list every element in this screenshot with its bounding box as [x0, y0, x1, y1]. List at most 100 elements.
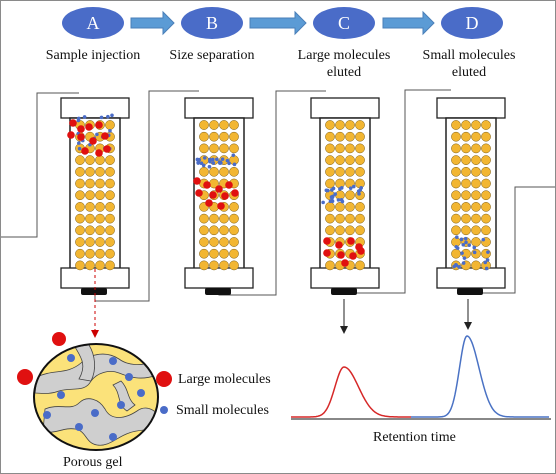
stationary-bead — [199, 237, 209, 247]
small-molecule-dot — [201, 163, 206, 168]
blue-dot-icon — [160, 406, 168, 414]
legend-small-label: Small molecules — [176, 403, 269, 418]
small-molecule-dot — [110, 113, 114, 118]
stationary-bead — [355, 131, 365, 142]
small-molecule-dot — [464, 240, 468, 245]
stationary-bead — [105, 225, 115, 236]
stationary-bead — [355, 143, 365, 154]
stationary-bead — [105, 155, 115, 165]
step-c-badge: C — [313, 7, 375, 39]
stationary-bead — [471, 131, 481, 142]
stationary-bead — [229, 248, 239, 259]
small-molecule-dot — [106, 114, 110, 119]
stationary-bead — [95, 166, 105, 177]
stationary-bead — [335, 131, 345, 142]
stationary-bead — [481, 202, 491, 212]
stationary-bead — [325, 225, 335, 236]
small-molecule-dot — [454, 263, 459, 268]
large-molecule-dot — [221, 192, 229, 200]
stationary-bead — [461, 225, 471, 236]
stationary-bead — [219, 248, 229, 259]
stationary-bead — [85, 178, 95, 189]
stationary-bead — [85, 213, 95, 224]
small-molecule-dot — [99, 115, 104, 120]
porous-gel-bead — [33, 343, 159, 451]
stationary-bead — [75, 225, 85, 236]
legend-large-label: Large molecules — [178, 372, 271, 387]
step-d-letter: D — [465, 12, 479, 33]
right-block-arrow-icon — [130, 10, 175, 36]
small-molecule-dot — [195, 157, 200, 162]
stationary-bead — [451, 190, 461, 201]
small-molecule-dot — [77, 116, 81, 121]
small-molecule-dot — [462, 256, 467, 260]
stationary-bead — [209, 248, 219, 259]
stationary-bead — [95, 225, 105, 236]
small-molecule-dot — [331, 186, 336, 191]
stationary-bead — [325, 178, 335, 189]
stationary-bead — [75, 248, 85, 259]
stationary-bead — [75, 190, 85, 201]
stationary-bead — [105, 213, 115, 224]
stationary-bead — [471, 202, 481, 212]
stationary-bead — [219, 213, 229, 224]
stationary-bead — [199, 143, 209, 154]
small-molecule-dot — [82, 115, 87, 119]
small-molecule-dot — [459, 237, 464, 242]
large-molecule-dot — [357, 247, 365, 255]
large-molecule-dot — [52, 332, 66, 346]
small-molecule-dot — [217, 160, 222, 165]
step-c-letter: C — [337, 12, 350, 33]
stationary-bead — [471, 237, 481, 247]
stationary-bead — [471, 143, 481, 154]
column-bottom-cap — [184, 267, 254, 289]
column-outlet-fitting — [457, 288, 483, 295]
stationary-bead — [199, 131, 209, 142]
stationary-bead — [229, 120, 239, 130]
stationary-bead — [481, 225, 491, 236]
stationary-bead — [75, 260, 85, 271]
small-molecule-dot — [472, 250, 477, 255]
step-a-letter: A — [86, 12, 100, 33]
stationary-bead — [461, 178, 471, 189]
stationary-bead — [451, 178, 461, 189]
stationary-bead — [345, 190, 355, 201]
stationary-bead — [325, 260, 335, 271]
small-molecule-dot — [359, 186, 363, 190]
stationary-bead — [325, 155, 335, 165]
stationary-bead — [75, 166, 85, 177]
stationary-bead — [95, 190, 105, 201]
small-molecule-dot — [207, 164, 212, 169]
stationary-bead — [461, 166, 471, 177]
stationary-bead — [461, 190, 471, 201]
small-molecule-dot — [463, 236, 468, 241]
stationary-bead — [75, 237, 85, 247]
chromatogram-peak-large — [291, 366, 411, 418]
stationary-bead — [75, 155, 85, 165]
step-c-caption: Large molecules eluted — [297, 48, 391, 80]
small-molecule-dot — [125, 373, 133, 381]
stationary-bead — [355, 213, 365, 224]
column-top-cap — [60, 97, 130, 119]
stationary-bead — [451, 131, 461, 142]
large-molecule-dot — [231, 189, 239, 197]
stationary-bead — [85, 190, 95, 201]
stationary-bead — [345, 202, 355, 212]
stationary-bead — [85, 202, 95, 212]
column-d — [436, 97, 506, 295]
stationary-bead — [85, 225, 95, 236]
large-molecule-dot — [195, 189, 203, 197]
stationary-bead — [451, 213, 461, 224]
large-molecule-dot — [215, 185, 223, 193]
right-block-arrow-icon — [382, 10, 435, 36]
stationary-bead — [355, 202, 365, 212]
small-molecule-dot — [348, 186, 353, 191]
stationary-bead — [209, 213, 219, 224]
stationary-bead — [105, 166, 115, 177]
stationary-bead — [451, 202, 461, 212]
stationary-bead — [481, 131, 491, 142]
stationary-bead — [345, 155, 355, 165]
stationary-bead — [335, 166, 345, 177]
small-molecule-dot — [472, 245, 477, 250]
